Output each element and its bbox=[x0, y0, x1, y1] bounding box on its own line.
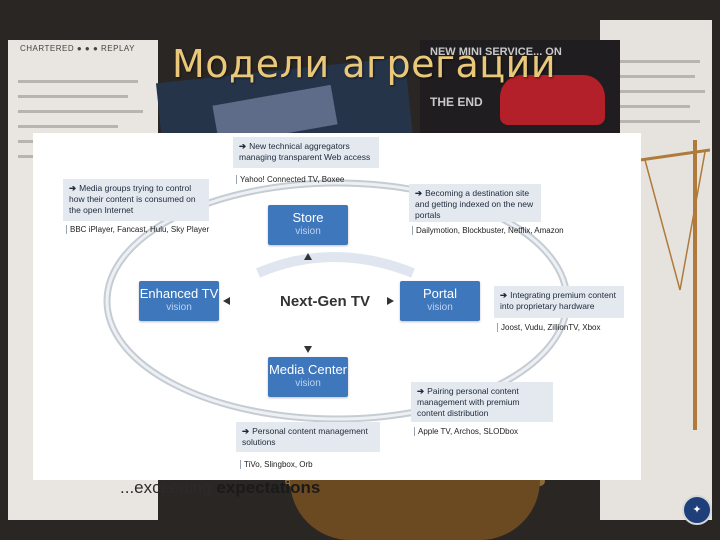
arrow-right-icon: ➔ bbox=[239, 141, 247, 151]
callout-left-text: Media groups trying to control how their… bbox=[69, 183, 196, 215]
node-media-center-sub: vision bbox=[295, 378, 321, 389]
callout-top-examples: Yahoo! Connected TV, Boxee bbox=[236, 175, 344, 184]
aggregation-diagram: Store vision Enhanced TV vision Portal v… bbox=[33, 133, 641, 480]
arrow-right-icon bbox=[387, 297, 394, 305]
car-ad-headline: NEW MINI SERVICE... ON bbox=[430, 46, 562, 58]
slide-title: Модели агрегации bbox=[172, 42, 557, 86]
magazine-header: CHARTERED ● ● ● REPLAY bbox=[20, 44, 135, 53]
arrow-up-icon bbox=[304, 253, 312, 260]
callout-top-right-examples: Dailymotion, Blockbuster, Netflix, Amazo… bbox=[412, 226, 564, 235]
arrow-right-icon: ➔ bbox=[415, 188, 423, 198]
callout-bottom-right-text: Pairing personal content management with… bbox=[417, 386, 520, 418]
node-enhanced-tv-sub: vision bbox=[166, 302, 192, 313]
callout-bottom-text: Personal content management solutions bbox=[242, 426, 368, 447]
arrow-right-icon: ➔ bbox=[417, 386, 425, 396]
scale-bowl bbox=[290, 480, 540, 540]
scales-icon bbox=[640, 140, 710, 430]
node-portal-sub: vision bbox=[427, 302, 453, 313]
car-ad-subline: THE END bbox=[430, 95, 483, 109]
callout-top-right: ➔Becoming a destination site and getting… bbox=[409, 184, 541, 222]
callout-right-examples: Joost, Vudu, ZillionTV, Xbox bbox=[497, 323, 600, 332]
node-enhanced-tv: Enhanced TV vision bbox=[139, 281, 219, 321]
node-media-center: Media Center vision bbox=[268, 357, 348, 397]
red-car-image bbox=[500, 75, 605, 125]
arrow-right-icon: ➔ bbox=[500, 290, 508, 300]
callout-bottom-examples: TiVo, Slingbox, Orb bbox=[240, 460, 313, 469]
center-label: Next-Gen TV bbox=[279, 293, 370, 310]
arrow-left-icon bbox=[223, 297, 230, 305]
arrow-down-icon bbox=[304, 346, 312, 353]
callout-left: ➔Media groups trying to control how thei… bbox=[63, 179, 209, 221]
node-store: Store vision bbox=[268, 205, 348, 245]
node-media-center-label: Media Center bbox=[268, 362, 348, 377]
callout-bottom: ➔Personal content management solutions bbox=[236, 422, 380, 452]
node-store-sub: vision bbox=[295, 226, 321, 237]
callout-top-text: New technical aggregators managing trans… bbox=[239, 141, 371, 162]
callout-top: ➔New technical aggregators managing tran… bbox=[233, 137, 379, 168]
callout-bottom-right: ➔Pairing personal content management wit… bbox=[411, 382, 553, 422]
node-enhanced-tv-label: Enhanced TV bbox=[139, 286, 219, 301]
arrow-right-icon: ➔ bbox=[69, 183, 77, 193]
magazine-tagline: ...exceeding expectations bbox=[120, 478, 321, 497]
arrow-right-icon: ➔ bbox=[242, 426, 250, 436]
node-portal-label: Portal bbox=[423, 286, 457, 301]
university-emblem-icon: ✦ bbox=[682, 495, 712, 525]
callout-right: ➔Integrating premium content into propri… bbox=[494, 286, 624, 318]
node-portal: Portal vision bbox=[400, 281, 480, 321]
node-store-label: Store bbox=[292, 210, 324, 225]
callout-bottom-right-examples: Apple TV, Archos, SLODbox bbox=[414, 427, 518, 436]
callout-right-text: Integrating premium content into proprie… bbox=[500, 290, 616, 311]
callout-left-examples: BBC iPlayer, Fancast, Hulu, Sky Player bbox=[66, 225, 209, 234]
callout-top-right-text: Becoming a destination site and getting … bbox=[415, 188, 534, 220]
